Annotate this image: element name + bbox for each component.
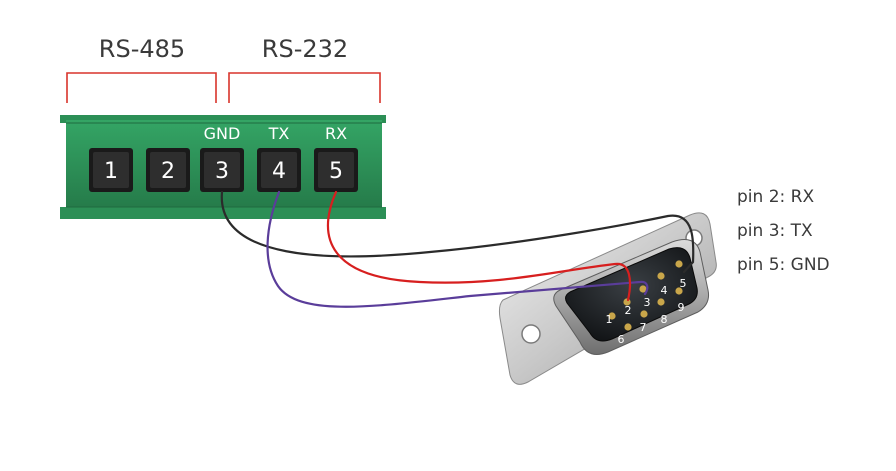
- rx-signal-label: RX: [325, 124, 347, 143]
- pin-map-gnd: pin 5: GND: [737, 255, 830, 275]
- terminal-socket-4: 4: [257, 148, 301, 192]
- db9-face: [565, 247, 698, 342]
- db9-pin-8-label: 8: [661, 313, 668, 326]
- db9-pins: [608, 260, 683, 331]
- terminal-pin-2-label: 2: [161, 159, 175, 184]
- terminal-socket-2: 2: [146, 148, 190, 192]
- tx-wire: [266, 190, 649, 308]
- db9-pin-9-label: 9: [678, 301, 685, 314]
- rx-wire: [327, 190, 632, 302]
- tx-signal-label: TX: [268, 124, 290, 143]
- db9-screw-hole-left: [521, 324, 541, 344]
- db9-pin-7-label: 7: [640, 321, 647, 334]
- rs232-bracket: [228, 72, 381, 103]
- terminal-socket-5: 5: [314, 148, 358, 192]
- db9-connector: 1 2 3 4 5 6 7 8 9: [498, 212, 717, 385]
- gnd-signal-label: GND: [204, 124, 241, 143]
- db9-pin-5-label: 5: [680, 277, 687, 290]
- terminal-socket-3: 3: [200, 148, 244, 192]
- db9-pin-1-label: 1: [606, 313, 613, 326]
- terminal-socket-1: 1: [89, 148, 133, 192]
- terminal-pin-1-label: 1: [104, 159, 118, 184]
- db9-pin-2-label: 2: [625, 304, 632, 317]
- rs232-label: RS-232: [262, 35, 348, 63]
- db9-pin-3-label: 3: [644, 296, 651, 309]
- pin-map-tx: pin 3: TX: [737, 221, 813, 241]
- db9-pin-4-label: 4: [661, 284, 668, 297]
- rs485-bracket: [66, 72, 217, 103]
- terminal-pin-5-label: 5: [329, 159, 343, 184]
- terminal-pin-3-label: 3: [215, 159, 229, 184]
- pin-map-rx: pin 2: RX: [737, 187, 814, 207]
- terminal-pin-4-label: 4: [272, 159, 286, 184]
- db9-pin-6-label: 6: [618, 333, 625, 346]
- rs485-label: RS-485: [99, 35, 185, 63]
